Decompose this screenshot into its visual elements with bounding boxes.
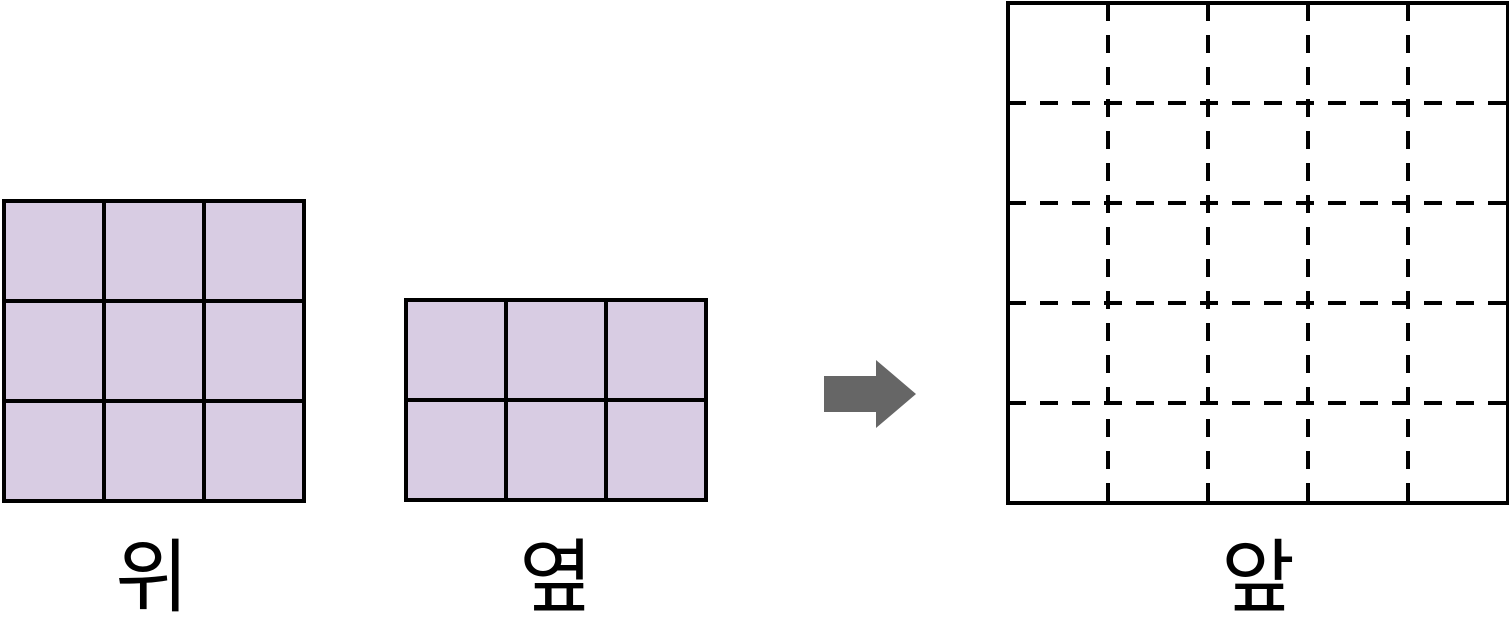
front-view-label: 앞 <box>1221 531 1295 624</box>
side-view-cell <box>604 398 708 502</box>
side-view-grid <box>404 298 708 502</box>
top-view-cell <box>202 299 306 403</box>
top-view-cell <box>102 199 206 303</box>
top-view-cell <box>202 399 306 503</box>
top-view-label: 위 <box>115 531 189 624</box>
front-view-grid <box>1006 1 1509 505</box>
top-view-cell <box>2 299 106 403</box>
front-view-outline <box>1006 1 1509 505</box>
side-view-cell <box>404 298 508 402</box>
right-arrow-icon <box>824 360 916 428</box>
top-view-cell <box>102 299 206 403</box>
top-view-grid <box>2 199 306 503</box>
side-view-cell <box>504 298 608 402</box>
top-view-cell <box>202 199 306 303</box>
side-view-cell <box>404 398 508 502</box>
top-view-cell <box>102 399 206 503</box>
top-view-cell <box>2 399 106 503</box>
side-view-cell <box>504 398 608 502</box>
side-view-label: 옆 <box>519 531 593 624</box>
top-view-cell <box>2 199 106 303</box>
side-view-cell <box>604 298 708 402</box>
